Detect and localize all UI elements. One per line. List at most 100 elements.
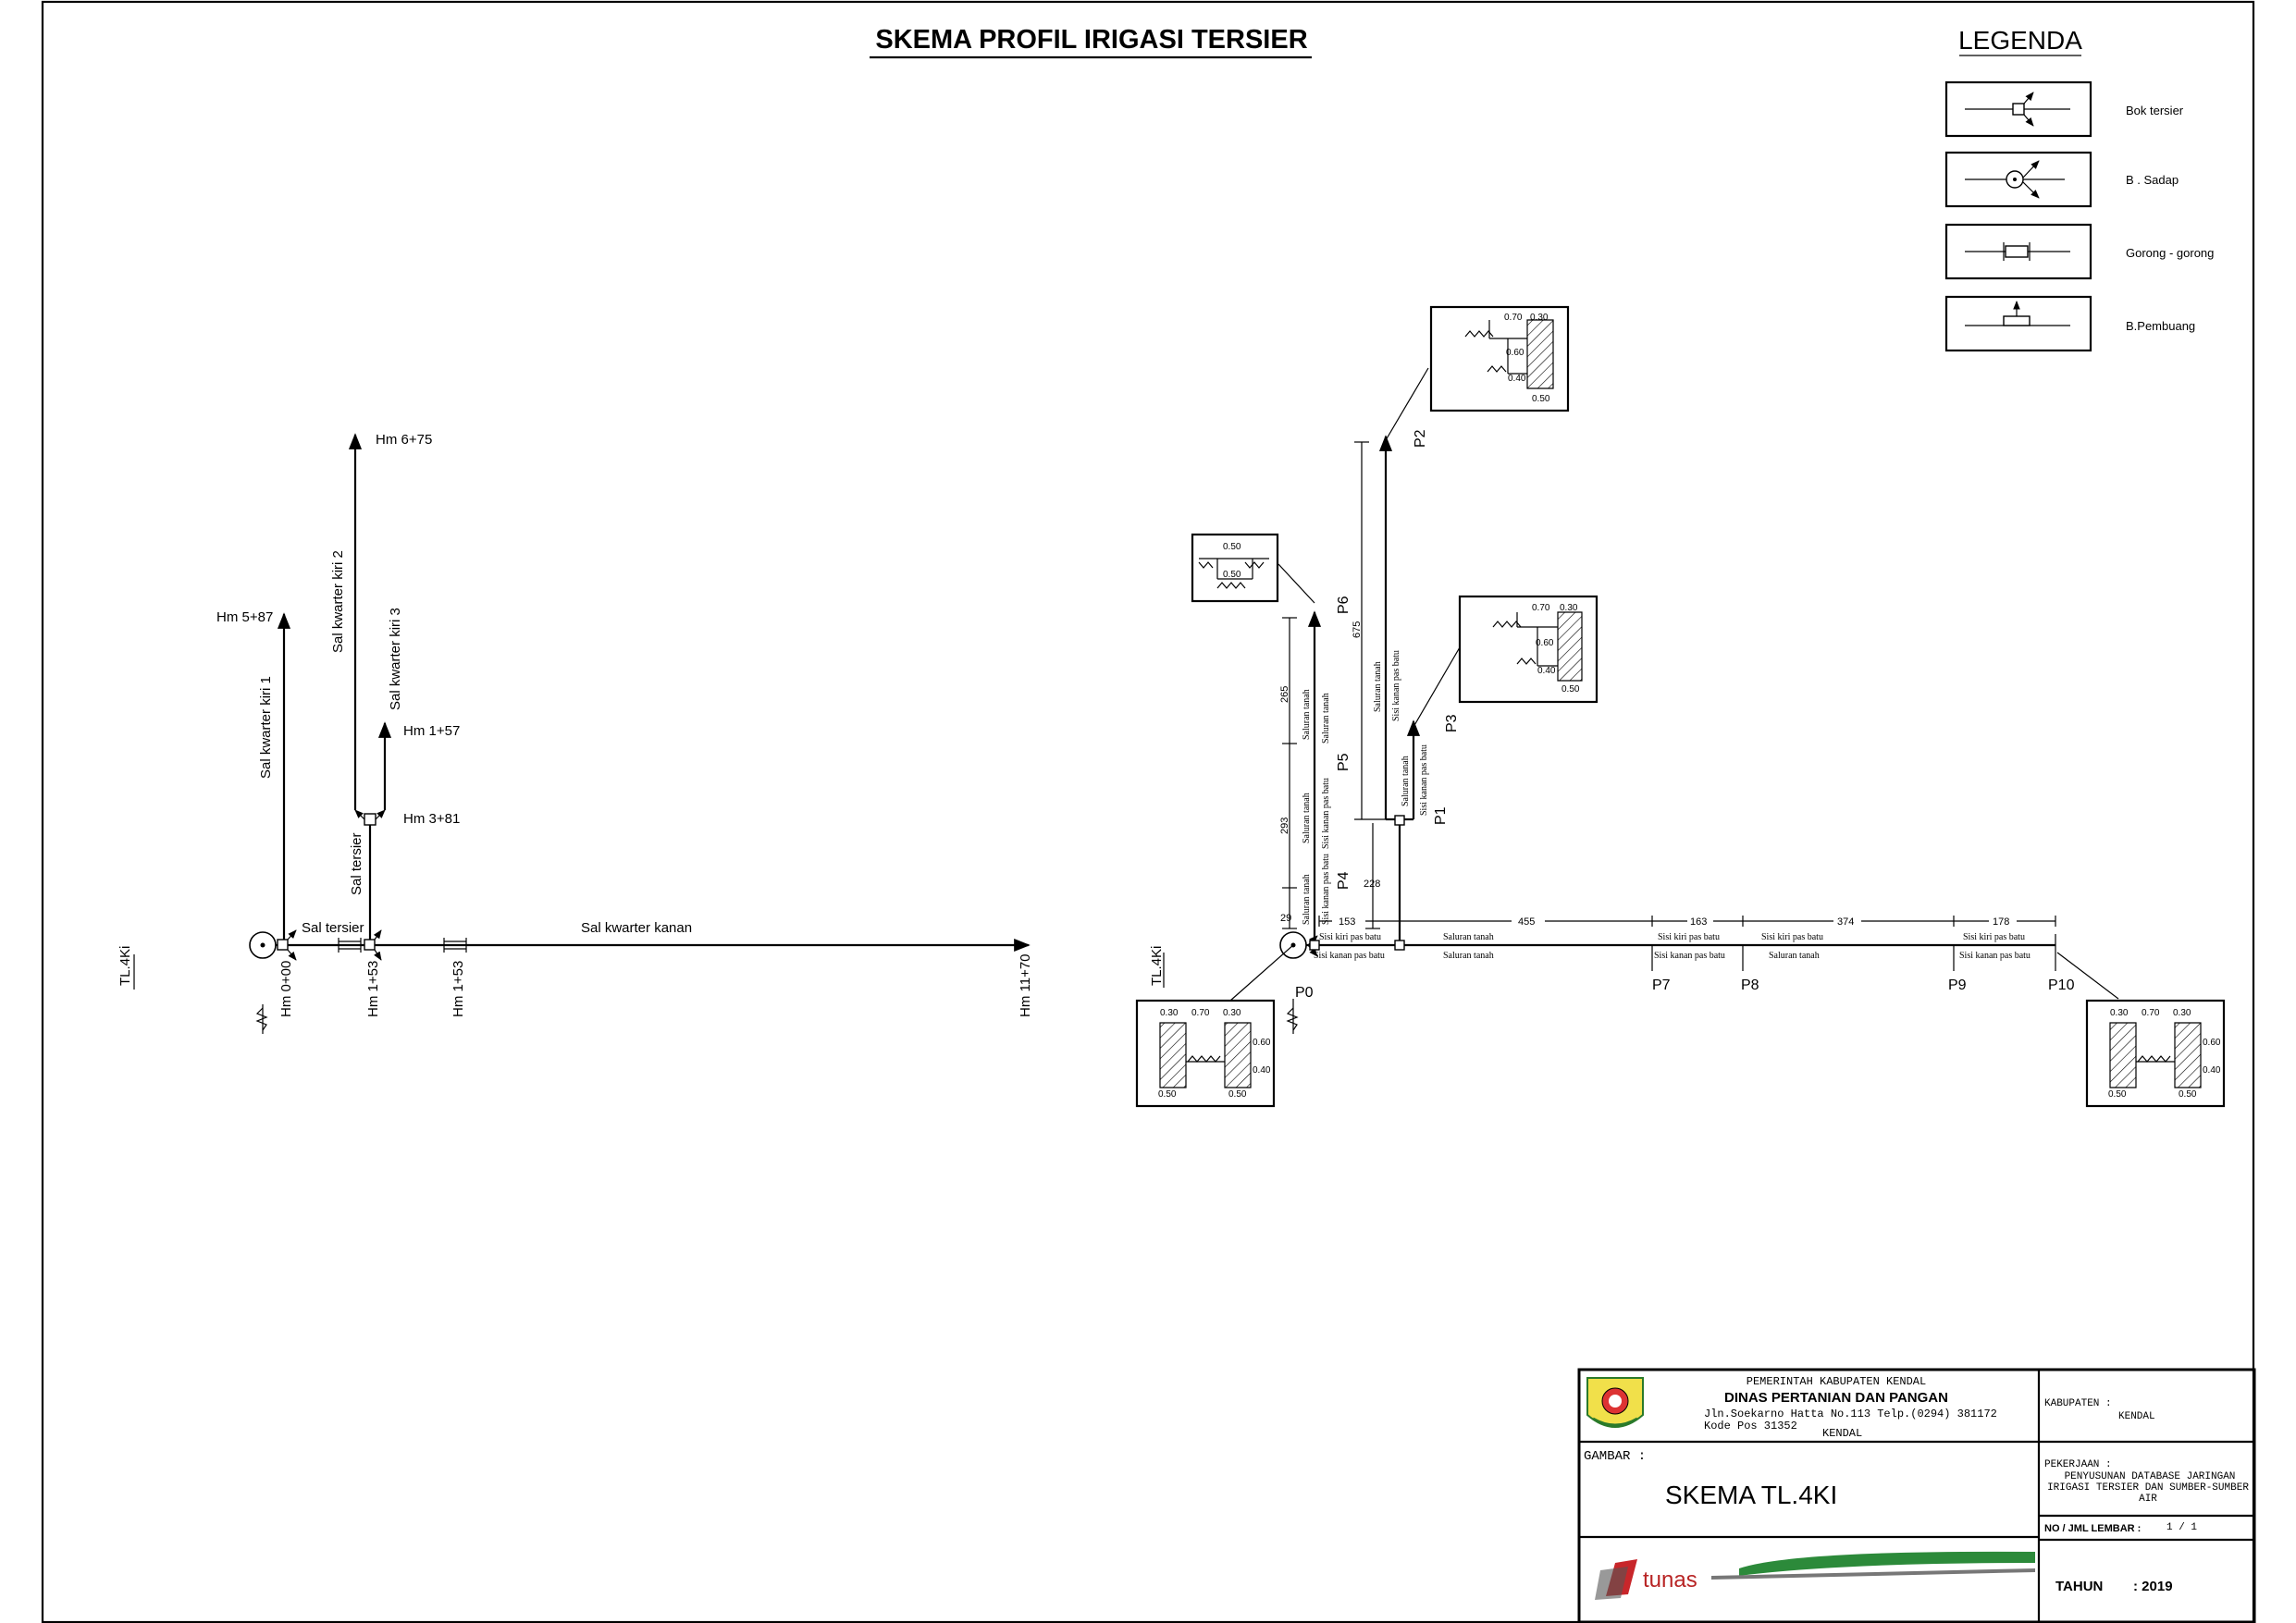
cs-p10-060: 0.60 (2203, 1038, 2221, 1048)
cs-p10-040: 0.40 (2203, 1065, 2221, 1076)
pekerjaan-line1: PENYUSUNAN DATABASE JARINGAN (2065, 1471, 2236, 1482)
label-sisi-kiri-p9: Sisi kiri pas batu (1963, 932, 2025, 942)
label-sisi-kanan-p2: Sisi kanan pas batu (1391, 650, 1401, 721)
point-p8: P8 (1741, 977, 1759, 993)
label-saluran-tanah-p6a: Saluran tanah (1302, 689, 1312, 740)
cs-p10-050b: 0.50 (2179, 1089, 2197, 1100)
agency-city: KENDAL (1822, 1427, 1862, 1440)
label-sisi-kanan-p0: Sisi kanan pas batu (1314, 951, 1385, 961)
point-p2: P2 (1413, 429, 1428, 448)
title-block: PEMERINTAH KABUPATEN KENDAL DINAS PERTAN… (1577, 1368, 2256, 1623)
legend-label-b-pembuang: B.Pembuang (2126, 319, 2195, 333)
station-hm-157: Hm 1+57 (403, 723, 460, 739)
cross-section-p10: 0.30 0.70 0.30 0.60 0.40 0.50 0.50 (2085, 999, 2226, 1108)
gambar-label: GAMBAR : (1584, 1449, 1646, 1464)
cs-p2-050: 0.50 (1532, 394, 1550, 404)
cross-section-p3: 0.70 0.30 0.60 0.40 0.50 (1458, 595, 1599, 704)
sal-kwarter-kiri-2-label: Sal kwarter kiri 2 (330, 550, 346, 653)
point-p3: P3 (1444, 714, 1460, 732)
point-p7: P7 (1652, 977, 1671, 993)
station-hm-587: Hm 5+87 (216, 609, 273, 625)
dim-675: 675 (1352, 621, 1363, 638)
cs-p0-050a: 0.50 (1158, 1089, 1177, 1100)
sheet-border (41, 0, 2255, 1623)
station-hm-1170: Hm 11+70 (1018, 953, 1033, 1017)
dim-163: 163 (1690, 916, 1707, 928)
left-bok-hm0-icon (277, 939, 289, 951)
label-saluran-tanah-p6b: Saluran tanah (1321, 693, 1331, 744)
label-saluran-tanah-main-a: Saluran tanah (1443, 932, 1494, 942)
label-sisi-kanan-p3: Sisi kanan pas batu (1419, 744, 1429, 816)
station-hm-0: Hm 0+00 (278, 961, 294, 1017)
cs-p6-050a: 0.50 (1223, 542, 1241, 552)
dim-153: 153 (1339, 916, 1355, 928)
label-saluran-tanah-p2: Saluran tanah (1373, 661, 1383, 712)
dim-455: 455 (1518, 916, 1535, 928)
pekerjaan-line2: IRIGASI TERSIER DAN SUMBER-SUMBER (2047, 1482, 2249, 1494)
dim-29: 29 (1280, 913, 1291, 924)
cs-p10-030b: 0.30 (2173, 1008, 2191, 1018)
gambar-value: SKEMA TL.4KI (1665, 1481, 1837, 1509)
cs-p0-050b: 0.50 (1228, 1089, 1247, 1100)
kendal-emblem-logo (1586, 1377, 1644, 1428)
point-p6: P6 (1336, 596, 1352, 614)
point-p10: P10 (2048, 977, 2075, 993)
drawing-title: SKEMA PROFIL IRIGASI TERSIER (875, 25, 1307, 55)
pekerjaan-line3: AIR (2139, 1494, 2157, 1505)
sal-kwarter-kiri-3-label: Sal kwarter kiri 3 (388, 608, 403, 710)
cs-p6-050b: 0.50 (1223, 570, 1241, 580)
agency-address: Jln.Soekarno Hatta No.113 Telp.(0294) 38… (1704, 1408, 1997, 1420)
legend-box-b-pembuang (1944, 295, 2092, 352)
cs-p10-070: 0.70 (2142, 1008, 2160, 1018)
station-hm-153b: Hm 1+53 (451, 961, 466, 1017)
left-drain-icon (255, 1007, 268, 1031)
tahun-label: TAHUN (2055, 1579, 2103, 1594)
cross-section-p2: 0.70 0.30 0.60 0.40 0.50 (1429, 305, 1570, 412)
right-schematic: TL.4Ki 265 293 29 Saluran tanah Saluran … (1135, 305, 2226, 1108)
no-lembar-value: 1 / 1 (2166, 1522, 2197, 1533)
sal-kwarter-kanan-label: Sal kwarter kanan (581, 920, 692, 936)
point-p4: P4 (1336, 871, 1352, 890)
cs-p0-030a: 0.30 (1160, 1008, 1179, 1018)
no-lembar-label: NO / JML LEMBAR : (2044, 1523, 2141, 1534)
dim-178: 178 (1993, 916, 2009, 928)
dim-293: 293 (1279, 818, 1290, 834)
cs-p0-040: 0.40 (1253, 1065, 1271, 1076)
legend-label-gorong: Gorong - gorong (2126, 246, 2214, 260)
label-sisi-kiri-p7: Sisi kiri pas batu (1658, 932, 1720, 942)
dim-228: 228 (1364, 879, 1380, 890)
left-bok-hm381-icon (364, 813, 376, 826)
legend-label-b-sadap: B . Sadap (2126, 173, 2179, 187)
tunas-consultant-logo: tunas (1595, 1551, 2035, 1600)
label-sisi-kanan-p4: Sisi kanan pas batu (1321, 854, 1331, 925)
label-sisi-kanan-p9: Sisi kanan pas batu (1959, 951, 2031, 961)
legend-box-gorong (1944, 223, 2092, 280)
dim-265: 265 (1279, 686, 1290, 703)
left-schematic: TL.4Ki Sal kwarter kiri 1 Hm 5+87 Hm 0+0… (117, 432, 1033, 1034)
agency-line1: PEMERINTAH KABUPATEN KENDAL (1747, 1375, 1926, 1388)
left-bok-hm153-icon (364, 939, 376, 951)
label-sisi-kanan-p5: Sisi kanan pas batu (1321, 778, 1331, 849)
b-pembuang-icon (2003, 315, 2031, 326)
point-p1: P1 (1433, 806, 1449, 825)
dim-374: 374 (1837, 916, 1854, 928)
label-saluran-tanah-p8: Saluran tanah (1769, 951, 1820, 961)
cs-p10-050a: 0.50 (2108, 1089, 2127, 1100)
cs-p3-050: 0.50 (1562, 684, 1580, 695)
cs-p0-060: 0.60 (1253, 1038, 1271, 1048)
bok-tersier-icon (2012, 103, 2025, 116)
cs-p3-060: 0.60 (1536, 638, 1554, 648)
right-drain-icon (1286, 1007, 1299, 1031)
tunas-logo-text: tunas (1643, 1568, 1697, 1592)
cs-p0-030b: 0.30 (1223, 1008, 1241, 1018)
cs-p3-070: 0.70 (1532, 603, 1550, 613)
point-p5: P5 (1336, 753, 1352, 771)
cs-p2-060: 0.60 (1506, 348, 1524, 358)
label-sisi-kiri-p8: Sisi kiri pas batu (1761, 932, 1823, 942)
legend-box-b-sadap (1944, 151, 2092, 208)
cross-section-p0: 0.30 0.70 0.30 0.60 0.40 0.50 0.50 (1135, 999, 1276, 1108)
right-section-label: TL.4Ki (1149, 946, 1165, 986)
cs-p2-070: 0.70 (1504, 313, 1523, 323)
sal-tersier-horizontal-label: Sal tersier (302, 920, 364, 936)
label-saluran-tanah-p3: Saluran tanah (1401, 756, 1411, 806)
